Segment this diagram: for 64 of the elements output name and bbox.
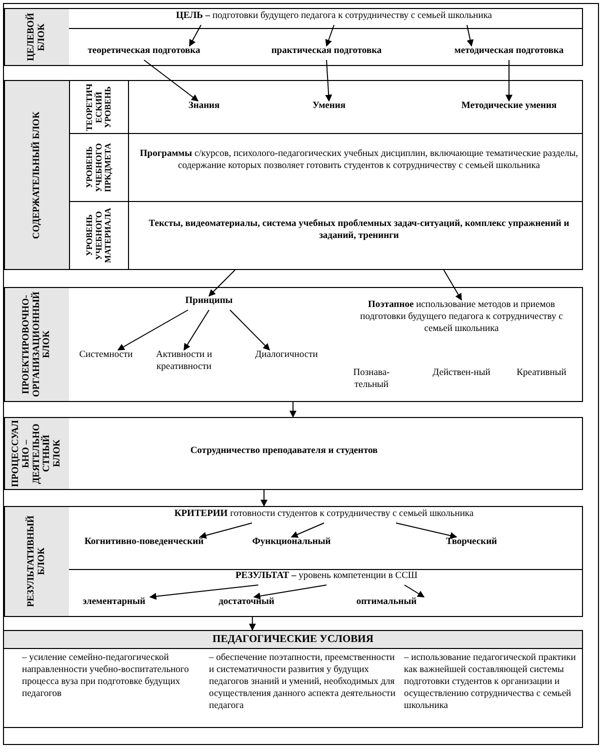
item-label: Системности xyxy=(76,350,136,380)
item-label: Творческий xyxy=(434,537,509,551)
arrow xyxy=(260,490,268,507)
arrow xyxy=(117,310,188,350)
item-label: – обеспечение поэтапности, преемственности и систематичности развития у будущих педагогов знаний и умений, необходимых для осуществления данного аспекта деятельности педагога xyxy=(209,653,397,715)
arrow xyxy=(184,310,210,351)
arrow xyxy=(290,522,324,538)
block-frame xyxy=(3,506,583,617)
block-label: ПРОЕКТИРОВОЧНО-ОРГАНИЗАЦИОННЫЙ БЛОК xyxy=(4,288,69,401)
item-label: Принципы xyxy=(174,296,244,310)
item-label: Программы с/курсов, психолого-педагогических учебных дисциплин, включающие тематические разделы, содержание которых позволяет готовить студентов к сотрудничеству с семьей школьника xyxy=(139,149,579,185)
arrow xyxy=(404,584,425,598)
item-label: Диалогичности xyxy=(244,350,329,364)
item-label: Когнитивно-поведенческий xyxy=(74,537,214,551)
item-label: Действен-ный xyxy=(424,368,499,382)
arrow xyxy=(230,310,270,350)
item-label: Знания xyxy=(174,101,234,115)
arrow xyxy=(506,60,512,102)
item-label: Методические умения xyxy=(444,101,574,115)
item-label: Умения xyxy=(304,101,354,115)
arrow xyxy=(443,270,462,301)
arrow xyxy=(290,402,296,418)
item-label: РЕЗУЛЬТАТ – уровень компетенции в ССШ xyxy=(229,571,424,585)
item-label: Познава-тельный xyxy=(344,368,399,396)
item-label: ЦЕЛЬ – подготовки будущего педагога к сотрудничеству с семьей школьника xyxy=(159,11,509,25)
arrow xyxy=(189,24,202,47)
item-label: Поэтапное использование методов и приемов подготовки будущего педагога к сотрудничеству с семьей школьника xyxy=(349,300,574,340)
item-label: оптимальный xyxy=(349,597,424,611)
block-label: ПЕДАГОГИЧЕСКИЕ УСЛОВИЯ xyxy=(4,631,582,649)
item-label: КРИТЕРИИ готовности студентов к сотрудничеству с семьей школьника xyxy=(144,509,504,523)
arrow xyxy=(325,60,332,102)
item-label: Сотрудничество преподавателя и студентов xyxy=(104,446,464,460)
level-label: УРОВЕНЬ УЧЕБНОГО ПРКДМЕТА xyxy=(69,133,129,202)
arrow xyxy=(149,584,259,600)
item-label: Активности и креативности xyxy=(149,350,219,390)
item-label: достаточный xyxy=(209,597,284,611)
item-label: – усиление семейно-педагогической направленности учебно-воспитательного процесса вуза при подготовке будущих педагогов xyxy=(22,653,200,703)
item-label: Креативный xyxy=(509,368,574,382)
arrow xyxy=(325,24,334,47)
block-frame xyxy=(3,287,583,402)
item-label: – использование педагогической практики как важнейшей составляющей системы подготовки студентов к организации и осуществлению сотрудничества с семьей школьника xyxy=(404,653,582,715)
block-frame xyxy=(3,417,583,490)
block-label: СОДЕРЖАТЕЛЬНЫЙ БЛОК xyxy=(4,81,69,269)
item-label: методическая подготовка xyxy=(434,46,584,60)
arrow xyxy=(144,60,199,102)
level-label: ТЕОРЕТИЧЕСКИЙ УРОВЕНЬ xyxy=(69,80,129,134)
block-label: ЦЕЛЕВОЙ БЛОК xyxy=(4,9,69,65)
arrow xyxy=(208,270,236,296)
item-label: теоретическая подготовка xyxy=(79,46,209,60)
block-frame xyxy=(3,8,583,66)
block-label: ПРОЦЕССУАЛЬНО – ДЕЯТЕЛЬНОСТНЫЙ БЛОК xyxy=(4,418,69,489)
arrow xyxy=(248,616,256,631)
arrow xyxy=(396,522,458,539)
item-label: Функциональный xyxy=(244,537,339,551)
item-label: практическая подготовка xyxy=(259,46,394,60)
item-label: Тексты, видеоматериалы, система учебных проблемных задач-ситуаций, комплекс упражнений и заданий, тренинги xyxy=(144,219,574,255)
item-label: элементарный xyxy=(74,597,154,611)
level-label: УРОВЕНЬ УЧЕБНОГО МАТЕРИАЛА xyxy=(69,201,129,270)
block-label: РЕЗУЛЬТАТИВНЫЙ БЛОК xyxy=(4,507,69,616)
arrow xyxy=(199,522,252,539)
arrow xyxy=(253,584,327,600)
block-frame xyxy=(3,630,583,728)
arrow xyxy=(466,24,474,47)
block-frame xyxy=(3,80,583,270)
